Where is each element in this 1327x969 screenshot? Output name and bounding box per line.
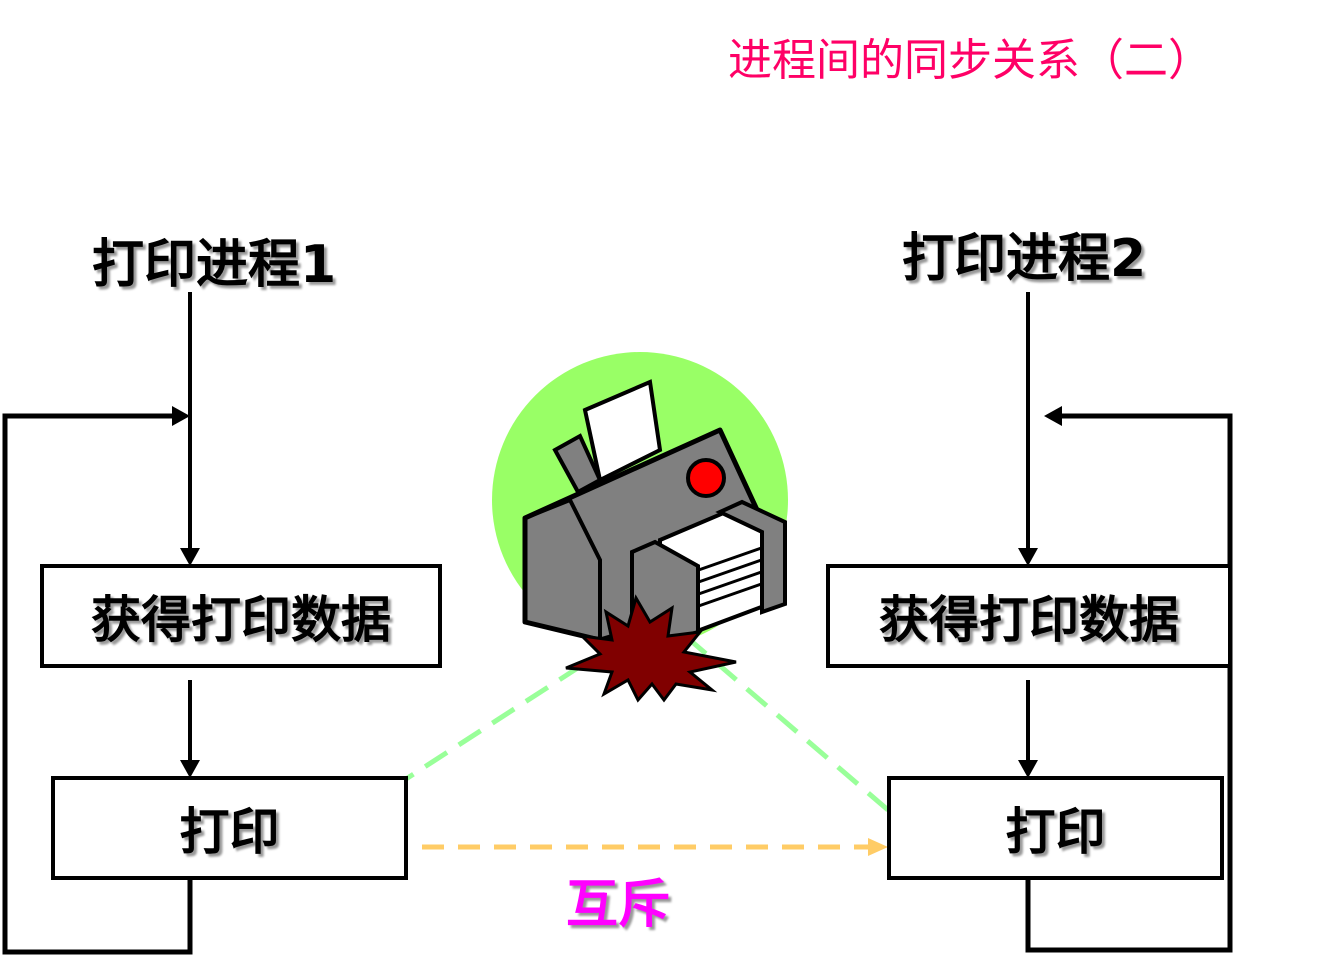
process2-step1-label: 获得打印数据 [879,591,1179,649]
mutex-arrow [370,838,888,856]
process2-step2-label: 打印 [1005,803,1106,861]
mutex-label: 互斥 [566,875,671,935]
process2-loop-line [1025,413,1233,953]
process1-loop-line [2,413,193,955]
process1-loop-arrowhead [172,406,190,426]
printer-icon [492,352,788,648]
process2-flow [1018,292,1233,953]
process2-step2-box: 打印 [887,776,1224,880]
process2-arrowhead-step2 [1018,760,1038,778]
printer-link-right [688,638,890,812]
process1-step2-label: 打印 [179,803,280,861]
process1-flow [2,292,200,955]
page-title: 进程间的同步关系（二） [728,35,1212,86]
process1-step1-label: 获得打印数据 [91,591,391,649]
process2-loop-arrowhead [1044,406,1062,426]
process2-label: 打印进程2 [902,229,1147,289]
process1-step2-box: 打印 [51,776,408,880]
mutex-arrowhead-right [868,838,888,856]
process1-label: 打印进程1 [92,235,337,295]
process1-step1-box: 获得打印数据 [40,564,442,668]
process1-arrowhead-step2 [180,760,200,778]
printer-light [686,458,726,498]
process2-arrowhead-step1 [1018,548,1038,566]
process2-step1-box: 获得打印数据 [826,564,1232,668]
process1-arrowhead-step1 [180,548,200,566]
collision-burst-icon [565,594,737,703]
